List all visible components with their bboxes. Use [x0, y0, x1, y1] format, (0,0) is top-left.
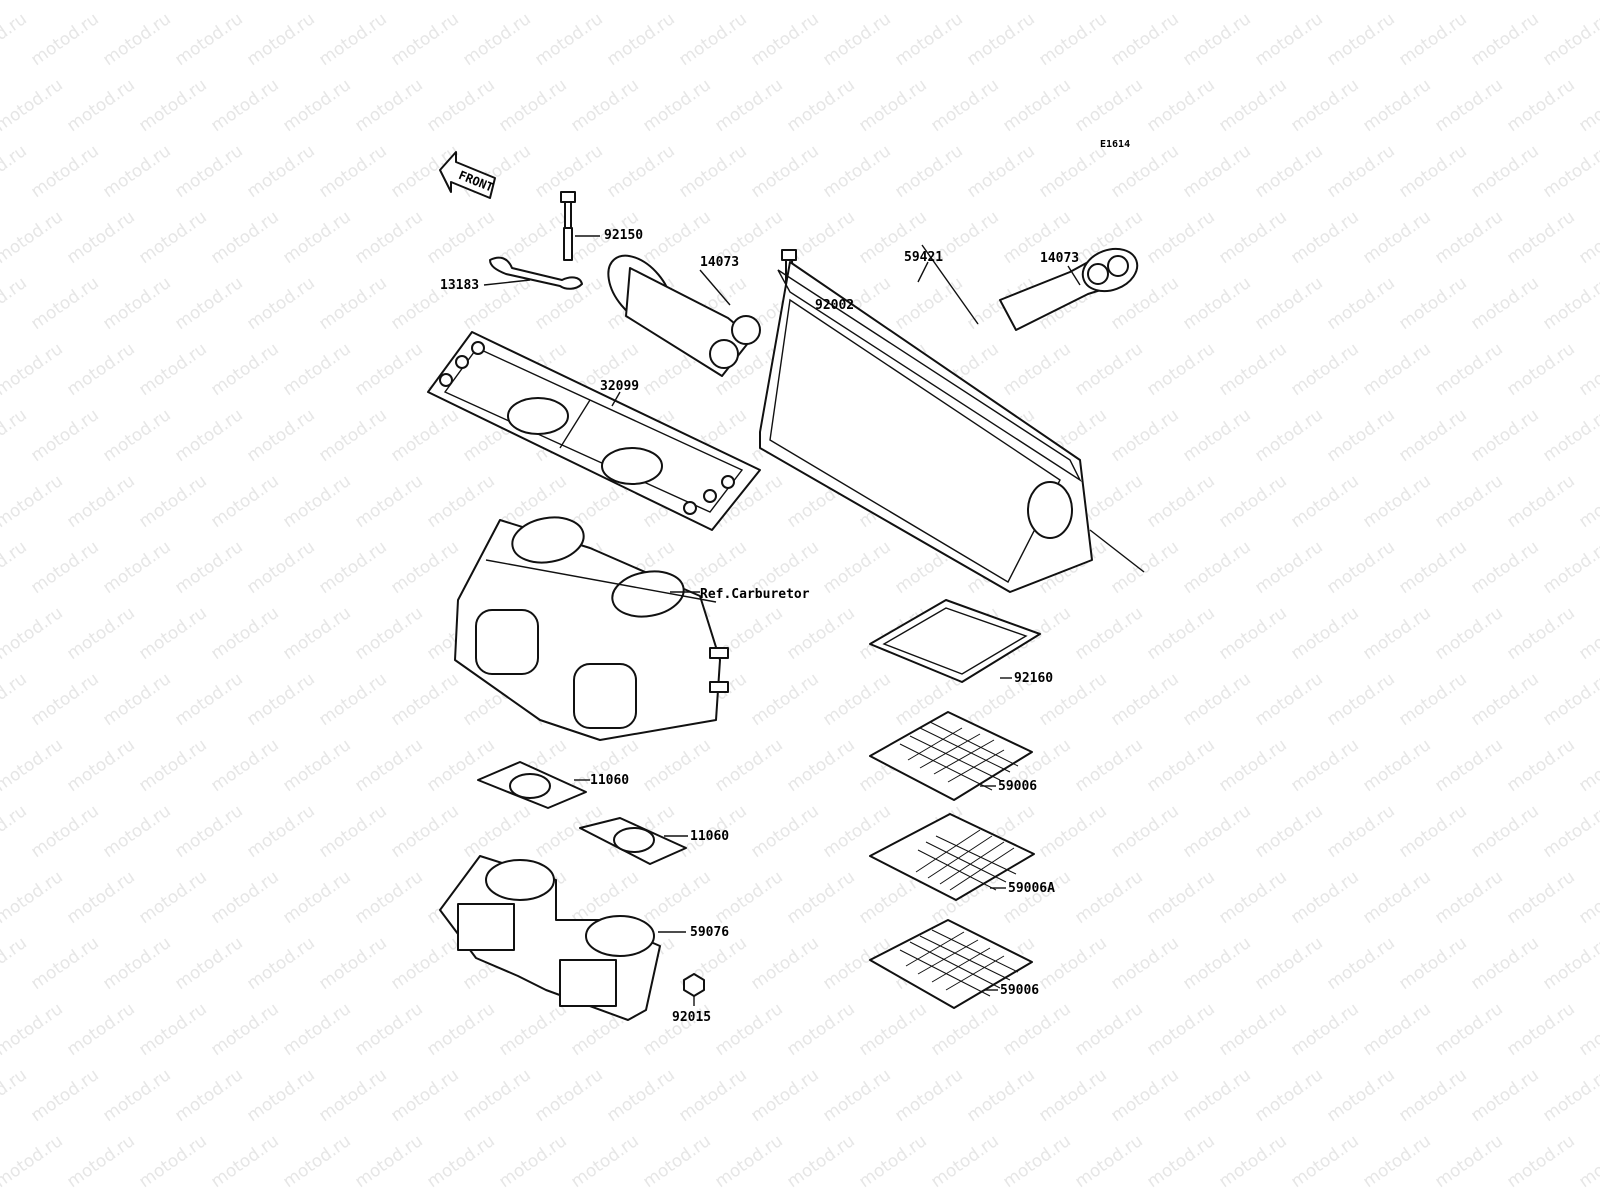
intake-tube-14073-left: [607, 254, 761, 377]
screen-59006-bottom: [869, 919, 1033, 1009]
gasket-11060-a: [477, 761, 590, 809]
gasket-11060-b: [579, 817, 688, 865]
callout-11060-b[interactable]: 11060: [690, 829, 730, 844]
screen-59006-top: [869, 711, 1033, 801]
diagram-code: E1614: [1100, 139, 1131, 150]
airbox-59421: [759, 261, 1093, 593]
front-arrow-icon: FRONT: [439, 151, 496, 199]
callout-59421[interactable]: 59421: [904, 250, 944, 265]
callout-13183[interactable]: 13183: [440, 278, 480, 293]
callout-92150[interactable]: 92150: [604, 228, 644, 243]
callout-92015[interactable]: 92015: [672, 1010, 712, 1025]
bracket-13183: [483, 256, 583, 290]
callout-14073-left[interactable]: 14073: [700, 255, 740, 270]
gasket-92160: [869, 599, 1041, 683]
callout-92160[interactable]: 92160: [1014, 671, 1054, 686]
guide-line-top: [921, 244, 979, 325]
bolt-92150: [560, 191, 600, 261]
callout-32099[interactable]: 32099: [600, 379, 640, 394]
nut-92015: [683, 973, 705, 1006]
callout-59006-top[interactable]: 59006: [998, 779, 1038, 794]
guide-line-bottom: [1089, 529, 1145, 573]
callout-14073-right[interactable]: 14073: [1040, 251, 1080, 266]
callout-59006A[interactable]: 59006A: [1008, 881, 1055, 896]
carburetor-assembly: [454, 516, 729, 741]
intake-tube-14073-right: [999, 247, 1139, 331]
callout-ref-carburetor[interactable]: Ref.Carburetor: [700, 587, 810, 602]
callout-59076[interactable]: 59076: [690, 925, 730, 940]
screen-59006A: [869, 813, 1035, 901]
plate-32099: [427, 331, 761, 531]
callout-92002[interactable]: 92002: [815, 298, 855, 313]
callout-11060-a[interactable]: 11060: [590, 773, 630, 788]
manifold-59076: [439, 855, 686, 1021]
callout-59006-bottom[interactable]: 59006: [1000, 983, 1040, 998]
